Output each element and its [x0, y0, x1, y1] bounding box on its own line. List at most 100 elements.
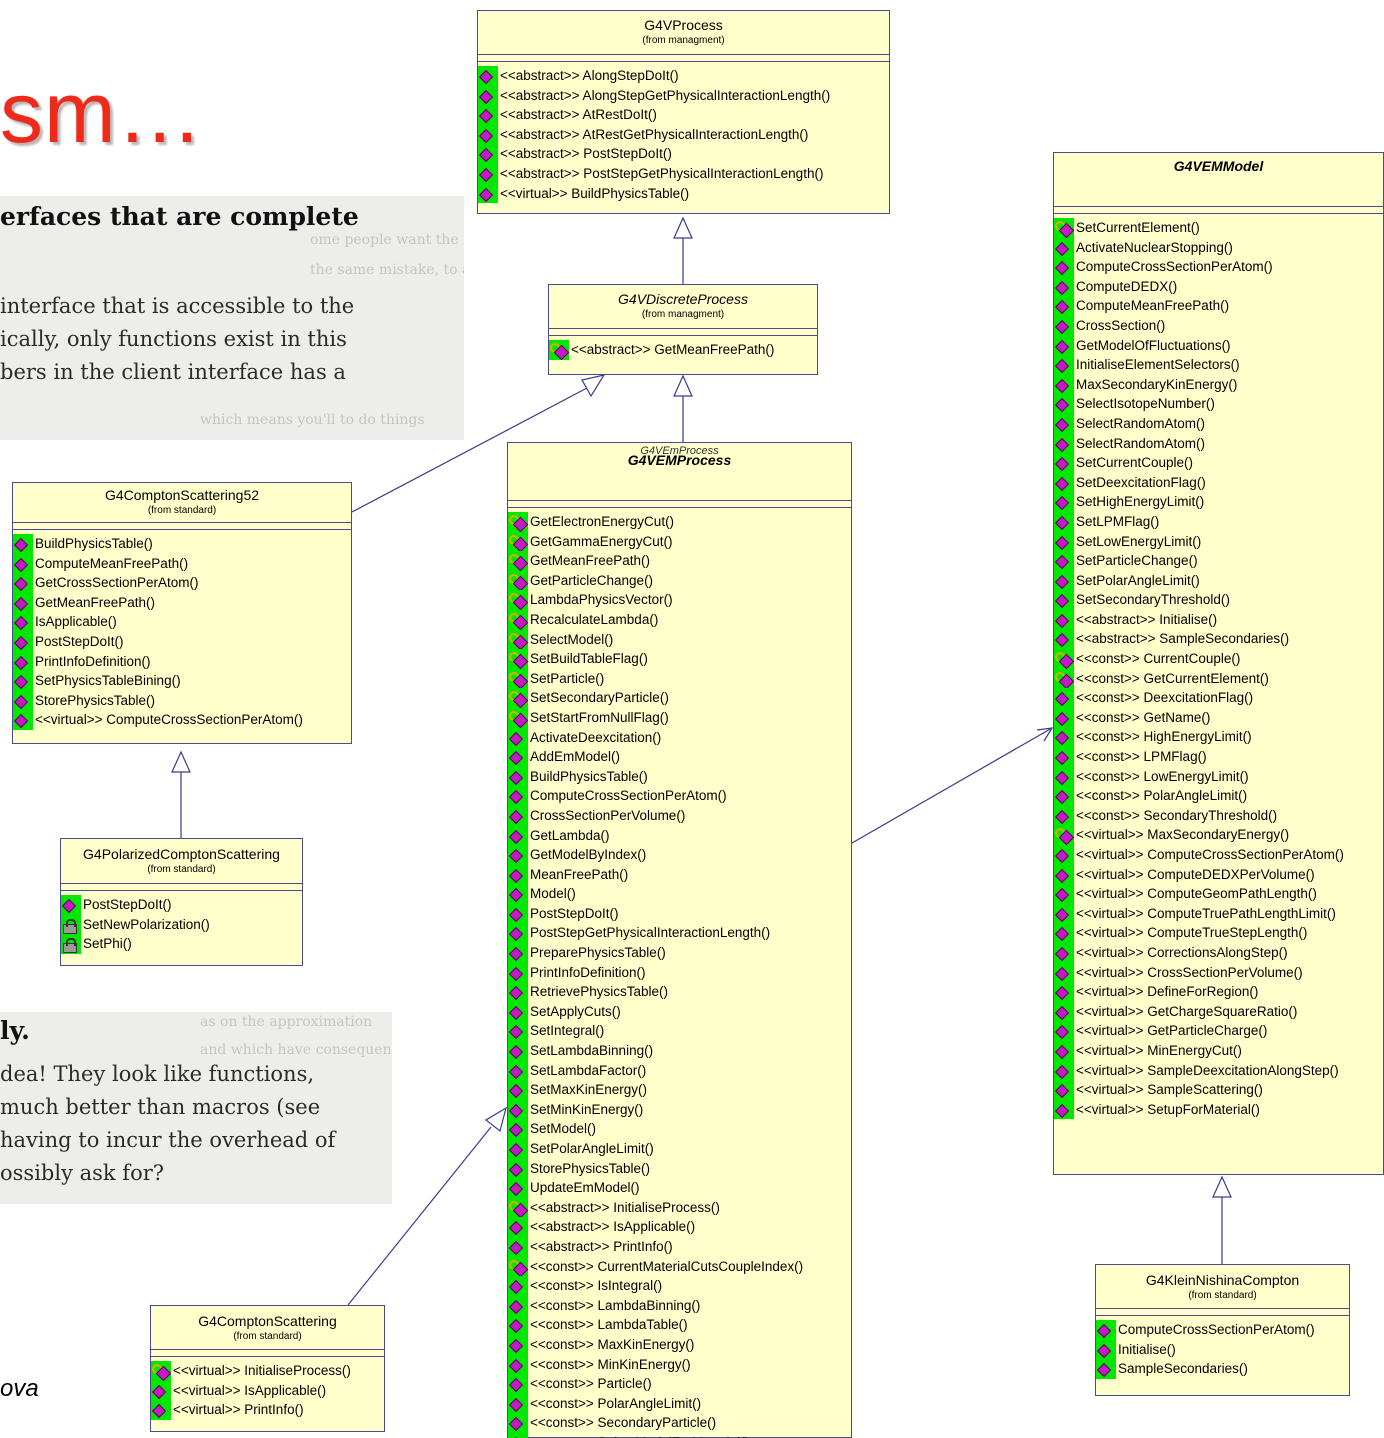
operation-row[interactable]: SelectRandomAtom() — [1054, 433, 1383, 454]
operation-row[interactable]: <<virtual>> GetParticleCharge() — [1054, 1021, 1383, 1041]
operation-row[interactable]: MaxSecondaryKinEnergy() — [1054, 374, 1383, 395]
operation-row[interactable]: <<virtual>> ComputeCrossSectionPerAtom() — [13, 710, 351, 730]
operation-row[interactable]: PostStepDoIt() — [13, 631, 351, 652]
operation-row[interactable]: SetMinKinEnergy() — [508, 1099, 851, 1120]
operation-row[interactable]: <<const>> MaxKinEnergy() — [508, 1334, 851, 1355]
operation-row[interactable]: <<virtual>> CorrectionsAlongStep() — [1054, 942, 1383, 963]
operation-row[interactable]: <<abstract>> AlongStepGetPhysicalInterac… — [478, 85, 889, 106]
operation-row[interactable]: <<const>> LPMFlag() — [1054, 747, 1383, 767]
operation-row[interactable]: <<abstract>> AtRestDoIt() — [478, 105, 889, 125]
operation-row[interactable]: <<const>> LambdaTable() — [508, 1315, 851, 1335]
operation-row[interactable]: SetPhi() — [61, 934, 302, 954]
operation-row[interactable]: InitialiseElementSelectors() — [1054, 355, 1383, 375]
operation-row[interactable]: <<virtual>> ComputeCrossSectionPerAtom() — [1054, 845, 1383, 865]
operation-row[interactable]: <<abstract>> PrintInfo() — [508, 1236, 851, 1257]
operation-row[interactable]: SetBuildTableFlag() — [508, 649, 851, 669]
operation-row[interactable]: <<virtual>> MinEnergyCut() — [1054, 1040, 1383, 1061]
operation-row[interactable]: <<const>> DeexcitationFlag() — [1054, 688, 1383, 708]
operation-row[interactable]: <<virtual>> MaxSecondaryEnergy() — [1054, 825, 1383, 845]
operation-row[interactable]: <<virtual>> DefineForRegion() — [1054, 982, 1383, 1002]
operation-row[interactable]: <<const>> GetName() — [1054, 707, 1383, 728]
class-g4vdiscreteprocess[interactable]: G4VDiscreteProcess (from managment) <<ab… — [548, 284, 818, 375]
operation-row[interactable]: <<virtual>> GetChargeSquareRatio() — [1054, 1001, 1383, 1022]
operation-row[interactable]: IsApplicable() — [13, 612, 351, 632]
operation-row[interactable]: GetElectronEnergyCut() — [508, 512, 851, 532]
operation-row[interactable]: CrossSectionPerVolume() — [508, 805, 851, 826]
operation-row[interactable]: <<const>> CurrentMaterialCutsCoupleIndex… — [508, 1256, 851, 1277]
operation-row[interactable]: SetHighEnergyLimit() — [1054, 492, 1383, 512]
operation-row[interactable]: RetrievePhysicsTable() — [508, 982, 851, 1002]
operation-row[interactable]: <<virtual>> InitialiseProcess() — [151, 1361, 384, 1381]
class-g4comptonscattering52[interactable]: G4ComptonScattering52 (from standard) Bu… — [12, 482, 352, 744]
operation-row[interactable]: SetApplyCuts() — [508, 1001, 851, 1022]
operation-row[interactable]: StorePhysicsTable() — [508, 1158, 851, 1179]
operation-row[interactable]: <<const>> LambdaBinning() — [508, 1295, 851, 1316]
operation-row[interactable]: GetParticleChange() — [508, 570, 851, 591]
operation-row[interactable]: <<abstract>> SampleSecondaries() — [1054, 629, 1383, 650]
operation-row[interactable]: BuildPhysicsTable() — [508, 766, 851, 787]
operation-row[interactable]: ComputeCrossSectionPerAtom() — [1096, 1320, 1349, 1340]
operation-row[interactable]: Model() — [508, 884, 851, 904]
operation-row[interactable]: <<const>> CurrentCouple() — [1054, 649, 1383, 669]
operation-row[interactable]: <<const>> GetCurrentElement() — [1054, 668, 1383, 689]
operation-row[interactable]: SetMaxKinEnergy() — [508, 1080, 851, 1100]
operation-row[interactable]: SetNewPolarization() — [61, 914, 302, 935]
operation-row[interactable]: <<const>> IsIntegral() — [508, 1276, 851, 1296]
operation-row[interactable]: <<const>> HighEnergyLimit() — [1054, 727, 1383, 748]
operation-row[interactable]: StorePhysicsTable() — [13, 690, 351, 711]
operation-row[interactable]: <<virtual>> ComputeGeomPathLength() — [1054, 884, 1383, 904]
operation-row[interactable]: <<abstract>> InitialiseProcess() — [508, 1197, 851, 1218]
operation-row[interactable]: <<virtual>> ComputeTrueStepLength() — [1054, 923, 1383, 943]
operation-row[interactable]: PostStepGetPhysicalInteractionLength() — [508, 923, 851, 944]
class-g4vemmodel[interactable]: G4VEMModel SetCurrentElement()ActivateNu… — [1053, 152, 1384, 1175]
operation-row[interactable]: <<const>> MinKinEnergy() — [508, 1354, 851, 1375]
operation-row[interactable]: AddEmModel() — [508, 747, 851, 767]
operation-row[interactable]: <<const>> SelectModelForMaterial() — [508, 1432, 851, 1438]
operation-row[interactable]: <<const>> SecondaryThreshold() — [1054, 805, 1383, 826]
operation-row[interactable]: ActivateDeexcitation() — [508, 727, 851, 748]
operation-row[interactable]: <<virtual>> IsApplicable() — [151, 1380, 384, 1401]
operation-row[interactable]: SelectRandomAtom() — [1054, 413, 1383, 434]
operation-row[interactable]: GetModelByIndex() — [508, 845, 851, 865]
operation-row[interactable]: <<virtual>> CrossSectionPerVolume() — [1054, 962, 1383, 983]
operation-row[interactable]: GetModelOfFluctuations() — [1054, 335, 1383, 356]
operation-row[interactable]: SetPolarAngleLimit() — [508, 1139, 851, 1159]
class-g4kleinnishinacompton[interactable]: G4KleinNishinaCompton (from standard) Co… — [1095, 1264, 1350, 1396]
operation-row[interactable]: <<const>> Particle() — [508, 1374, 851, 1394]
operation-row[interactable]: SetDeexcitationFlag() — [1054, 472, 1383, 493]
operation-row[interactable]: SelectModel() — [508, 629, 851, 650]
operation-row[interactable]: SelectIsotopeNumber() — [1054, 394, 1383, 414]
operation-row[interactable]: <<const>> LowEnergyLimit() — [1054, 766, 1383, 787]
operation-row[interactable]: GetMeanFreePath() — [508, 551, 851, 571]
operation-row[interactable]: <<virtual>> ComputeTruePathLengthLimit() — [1054, 903, 1383, 924]
operation-row[interactable]: PrintInfoDefinition() — [13, 651, 351, 672]
operation-row[interactable]: <<abstract>> IsApplicable() — [508, 1217, 851, 1237]
operation-row[interactable]: <<abstract>> Initialise() — [1054, 609, 1383, 630]
operation-row[interactable]: <<virtual>> SampleDeexcitationAlongStep(… — [1054, 1060, 1383, 1081]
operation-row[interactable]: ActivateNuclearStopping() — [1054, 237, 1383, 258]
operation-row[interactable]: SetLowEnergyLimit() — [1054, 531, 1383, 552]
operation-row[interactable]: SetCurrentCouple() — [1054, 453, 1383, 473]
operation-row[interactable]: SetModel() — [508, 1119, 851, 1139]
operation-row[interactable]: <<const>> PolarAngleLimit() — [1054, 786, 1383, 806]
operation-row[interactable]: <<const>> SecondaryParticle() — [508, 1413, 851, 1433]
operation-row[interactable]: GetMeanFreePath() — [13, 592, 351, 613]
operation-row[interactable]: <<virtual>> BuildPhysicsTable() — [478, 183, 889, 204]
operation-row[interactable]: <<abstract>> PostStepGetPhysicalInteract… — [478, 163, 889, 184]
operation-row[interactable]: SetPhysicsTableBining() — [13, 671, 351, 691]
operation-row[interactable]: SetLambdaFactor() — [508, 1060, 851, 1081]
operation-row[interactable]: RecalculateLambda() — [508, 609, 851, 630]
operation-row[interactable]: SetIntegral() — [508, 1021, 851, 1042]
operation-row[interactable]: LambdaPhysicsVector() — [508, 590, 851, 610]
operation-row[interactable]: SetParticle() — [508, 668, 851, 689]
operation-row[interactable]: <<virtual>> PrintInfo() — [151, 1400, 384, 1420]
class-g4vemprocess[interactable]: G4VEmProcess G4VEMProcess GetElectronEne… — [507, 442, 852, 1438]
operation-row[interactable]: SetSecondaryParticle() — [508, 688, 851, 708]
operation-row[interactable]: GetGammaEnergyCut() — [508, 531, 851, 552]
operation-row[interactable]: SetCurrentElement() — [1054, 218, 1383, 238]
operation-row[interactable]: <<virtual>> SetupForMaterial() — [1054, 1099, 1383, 1120]
operation-row[interactable]: GetLambda() — [508, 825, 851, 846]
operation-row[interactable]: <<abstract>> AlongStepDoIt() — [478, 66, 889, 86]
operation-row[interactable]: PostStepDoIt() — [61, 895, 302, 915]
operation-row[interactable]: SetPolarAngleLimit() — [1054, 570, 1383, 591]
